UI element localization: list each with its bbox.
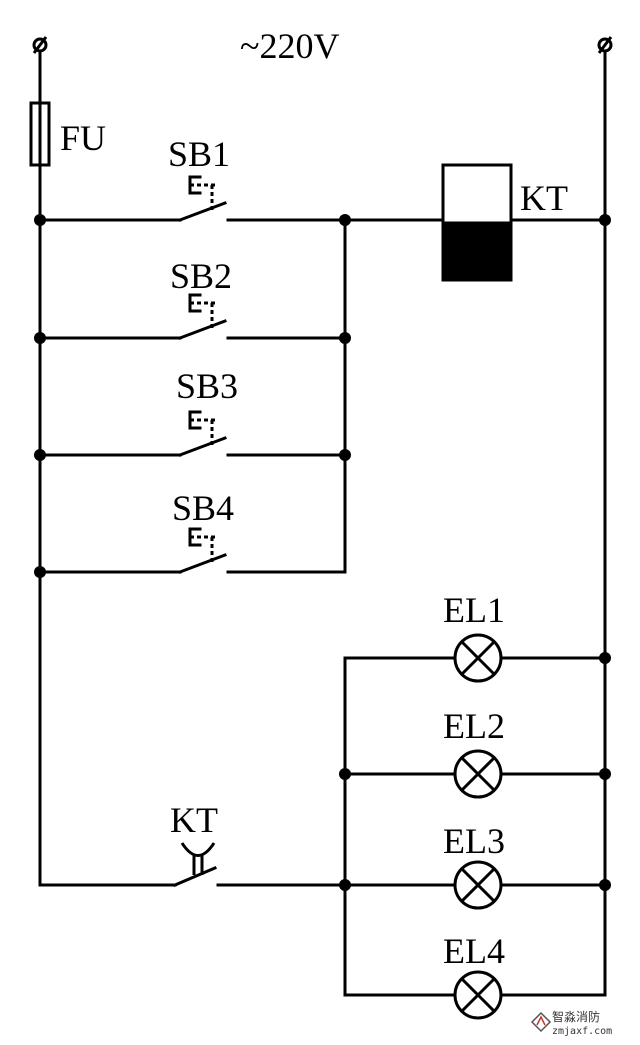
watermark-site: zmjaxf.com — [552, 1026, 612, 1037]
watermark: 智淼消防 zmjaxf.com — [530, 1009, 612, 1037]
watermark-name: 智淼消防 — [552, 1009, 600, 1024]
el1-label: EL1 — [443, 590, 505, 630]
timer-contact-branch — [38, 842, 347, 887]
fuse-label: FU — [60, 118, 106, 158]
el4-label: EL4 — [443, 931, 505, 971]
el2-label: EL2 — [443, 706, 505, 746]
lamp-el2-icon — [453, 749, 503, 799]
sb1-branch — [38, 175, 445, 222]
timer-coil-label: KT — [520, 178, 568, 218]
sb1-label: SB1 — [168, 134, 230, 174]
timer-contact-label: KT — [170, 800, 218, 840]
el3-label: EL3 — [443, 821, 505, 861]
sb3-branch — [38, 410, 347, 457]
lamp-el1-icon — [453, 633, 503, 683]
sb2-label: SB2 — [170, 256, 232, 296]
timer-coil-symbol — [441, 163, 513, 282]
lamp-el3-icon — [453, 860, 503, 910]
lamp-el4-icon — [453, 970, 503, 1020]
junction-dots — [34, 214, 611, 891]
sb4-label: SB4 — [172, 488, 234, 528]
sb4-branch — [38, 527, 347, 574]
sb3-label: SB3 — [176, 366, 238, 406]
watermark-logo-icon — [530, 1011, 552, 1033]
sb2-branch — [38, 293, 347, 340]
supply-voltage-label: ~220V — [240, 26, 339, 66]
